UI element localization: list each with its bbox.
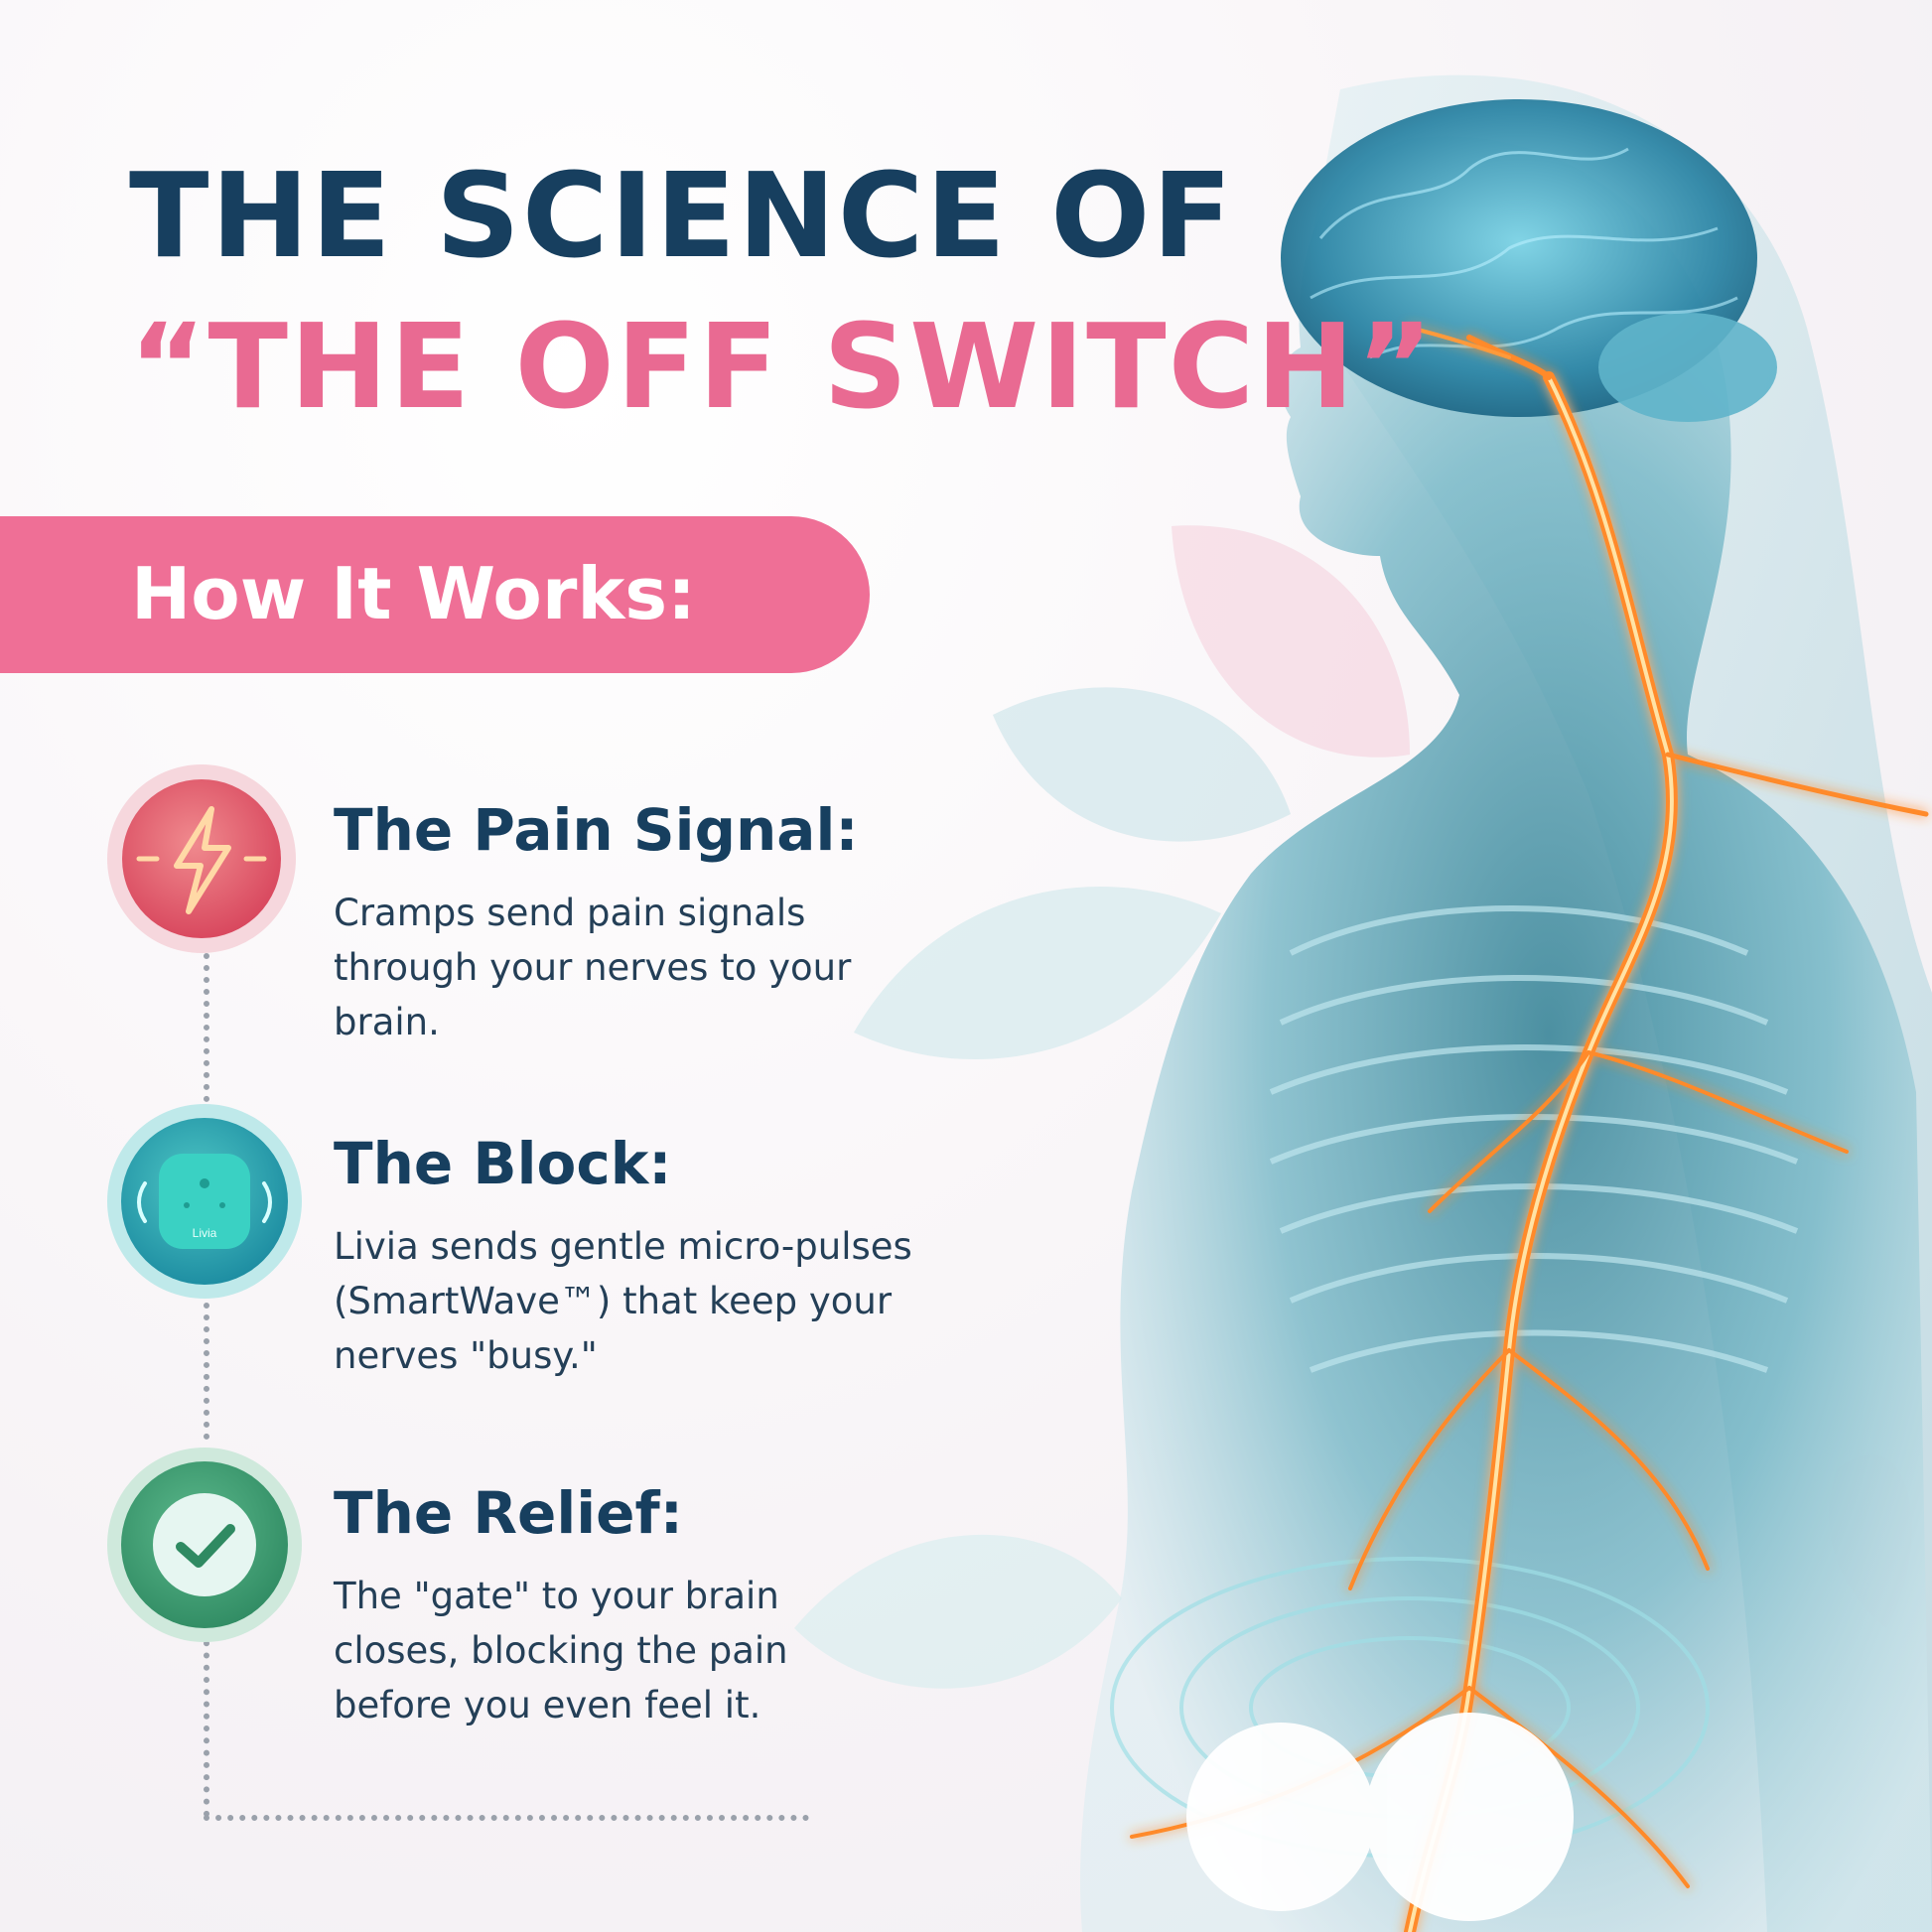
timeline-connector-horizontal: [204, 1815, 809, 1821]
step-heading: The Pain Signal:: [334, 796, 859, 864]
page-title-line-2: “THE OFF SWITCH”: [129, 298, 1436, 435]
timeline-connector: [204, 1291, 209, 1440]
electrode-pads: [1186, 1713, 1574, 1921]
relief-icon-badge: [107, 1448, 302, 1642]
step-heading: The Relief:: [334, 1479, 683, 1547]
page-title-line-1: THE SCIENCE OF: [129, 147, 1234, 284]
how-it-works-banner: How It Works:: [0, 516, 870, 673]
step-description: Livia sends gentle micro-pulses (SmartWa…: [334, 1225, 912, 1377]
checkmark-icon: [121, 1461, 288, 1628]
step-heading: The Block:: [334, 1130, 672, 1197]
pain-signal-icon-badge: [107, 764, 296, 953]
step-relief: The Relief: The "gate" to your brain clo…: [334, 1479, 870, 1732]
step-pain-signal: The Pain Signal: Cramps send pain signal…: [334, 796, 919, 1049]
step-description: Cramps send pain signals through your ne…: [334, 892, 852, 1043]
block-icon-badge: Livia: [107, 1104, 302, 1299]
banner-label: How It Works:: [131, 552, 696, 635]
device-icon: Livia: [121, 1118, 288, 1285]
step-description: The "gate" to your brain closes, blockin…: [334, 1575, 788, 1726]
timeline-connector: [204, 953, 209, 1102]
timeline-connector: [204, 1628, 209, 1817]
lightning-icon: [122, 779, 281, 938]
step-block: The Block: Livia sends gentle micro-puls…: [334, 1130, 989, 1383]
device-label: Livia: [193, 1226, 217, 1240]
